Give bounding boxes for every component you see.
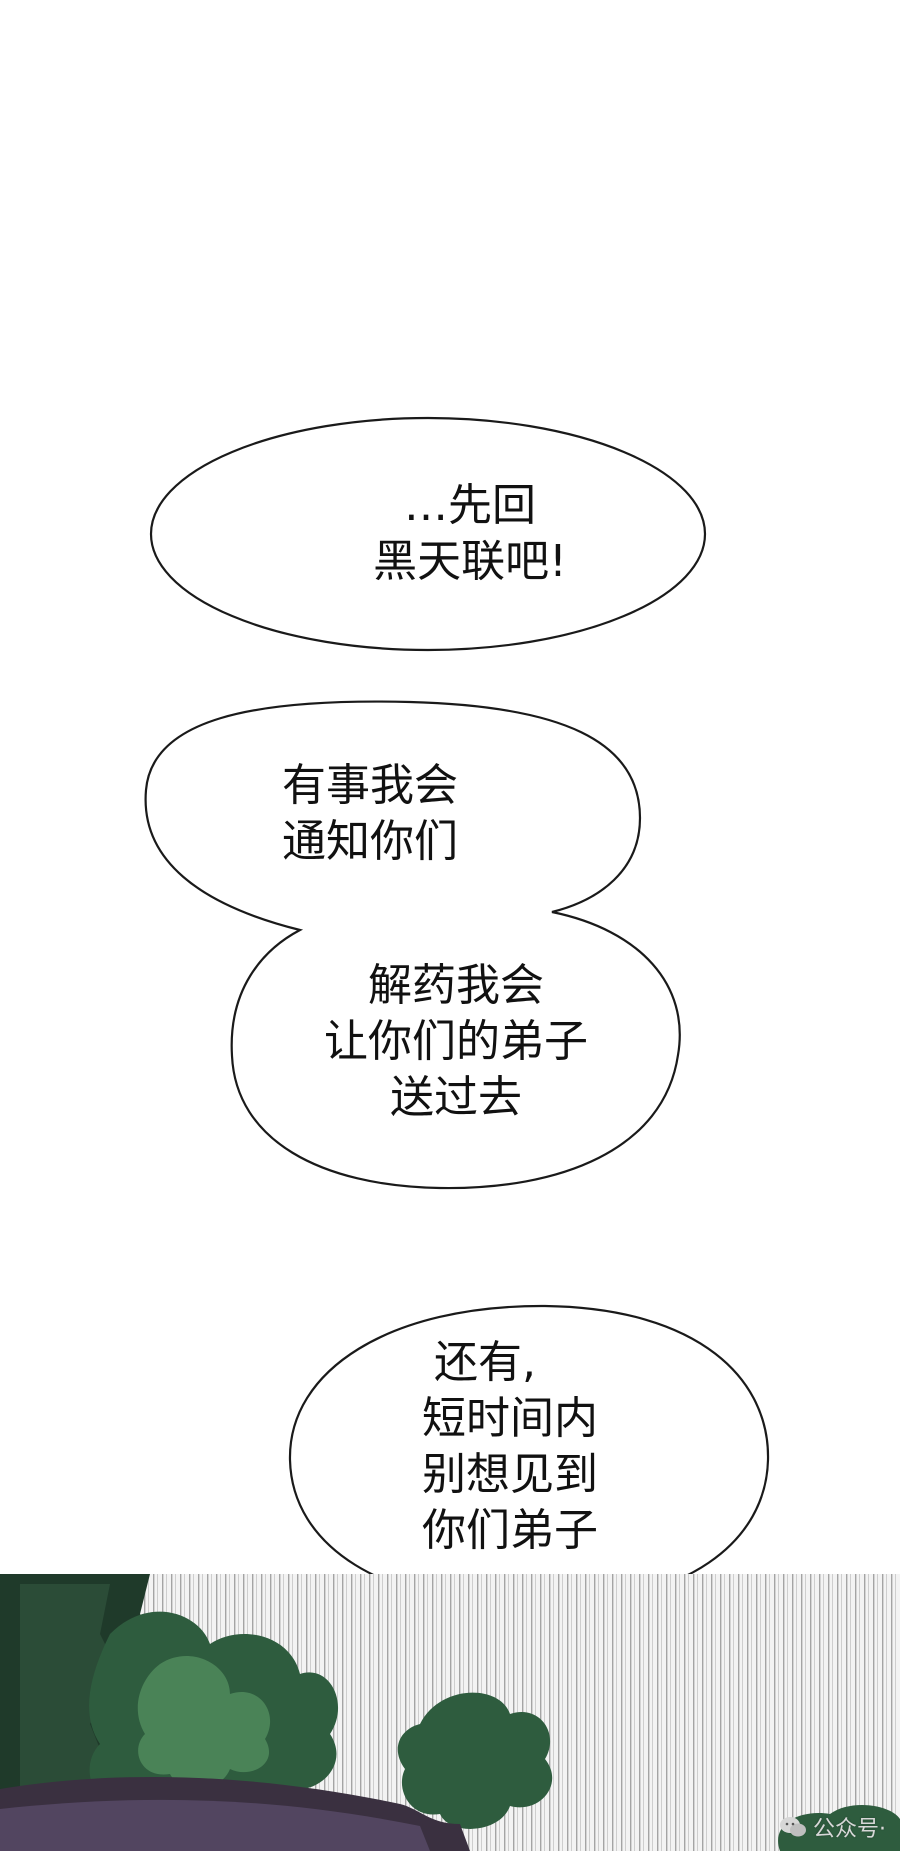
bubble-4-line-3: 别想见到 [422,1449,598,1500]
bubble-3-line-1: 解药我会 [368,960,544,1011]
foliage-art [0,1574,900,1851]
bubble-3-line-2: 让你们的弟子 [324,1016,588,1067]
speech-bubble-2-3 [144,700,681,1190]
bubble-2-line-2: 通知你们 [282,816,458,867]
wechat-icon [780,1817,806,1837]
bubble-4-text: 还有, 短时间内 别想见到 你们弟子 [0,1335,900,1559]
speech-bubble-1 [149,416,707,652]
watermark: 公众号· [779,1811,886,1843]
bubble-3-text: 解药我会 让你们的弟子 送过去 [0,958,900,1126]
bubble-1-text: …先回 黑天联吧! [0,478,900,590]
bubble-4-line-1: 还有, [434,1337,536,1388]
bubble-2-line-1: 有事我会 [282,760,458,811]
bubble-1-line-2: 黑天联吧! [373,536,567,587]
watermark-label: 公众号· [813,1817,886,1842]
bubble-2-text: 有事我会 通知你们 [282,758,458,870]
bubble-4-line-2: 短时间内 [422,1393,598,1444]
bubble-4-line-4: 你们弟子 [422,1505,598,1556]
scene-illustration: 公众号· [0,1574,900,1851]
bubble-1-line-1: …先回 [404,480,536,531]
bubble-3-line-3: 送过去 [390,1072,522,1123]
